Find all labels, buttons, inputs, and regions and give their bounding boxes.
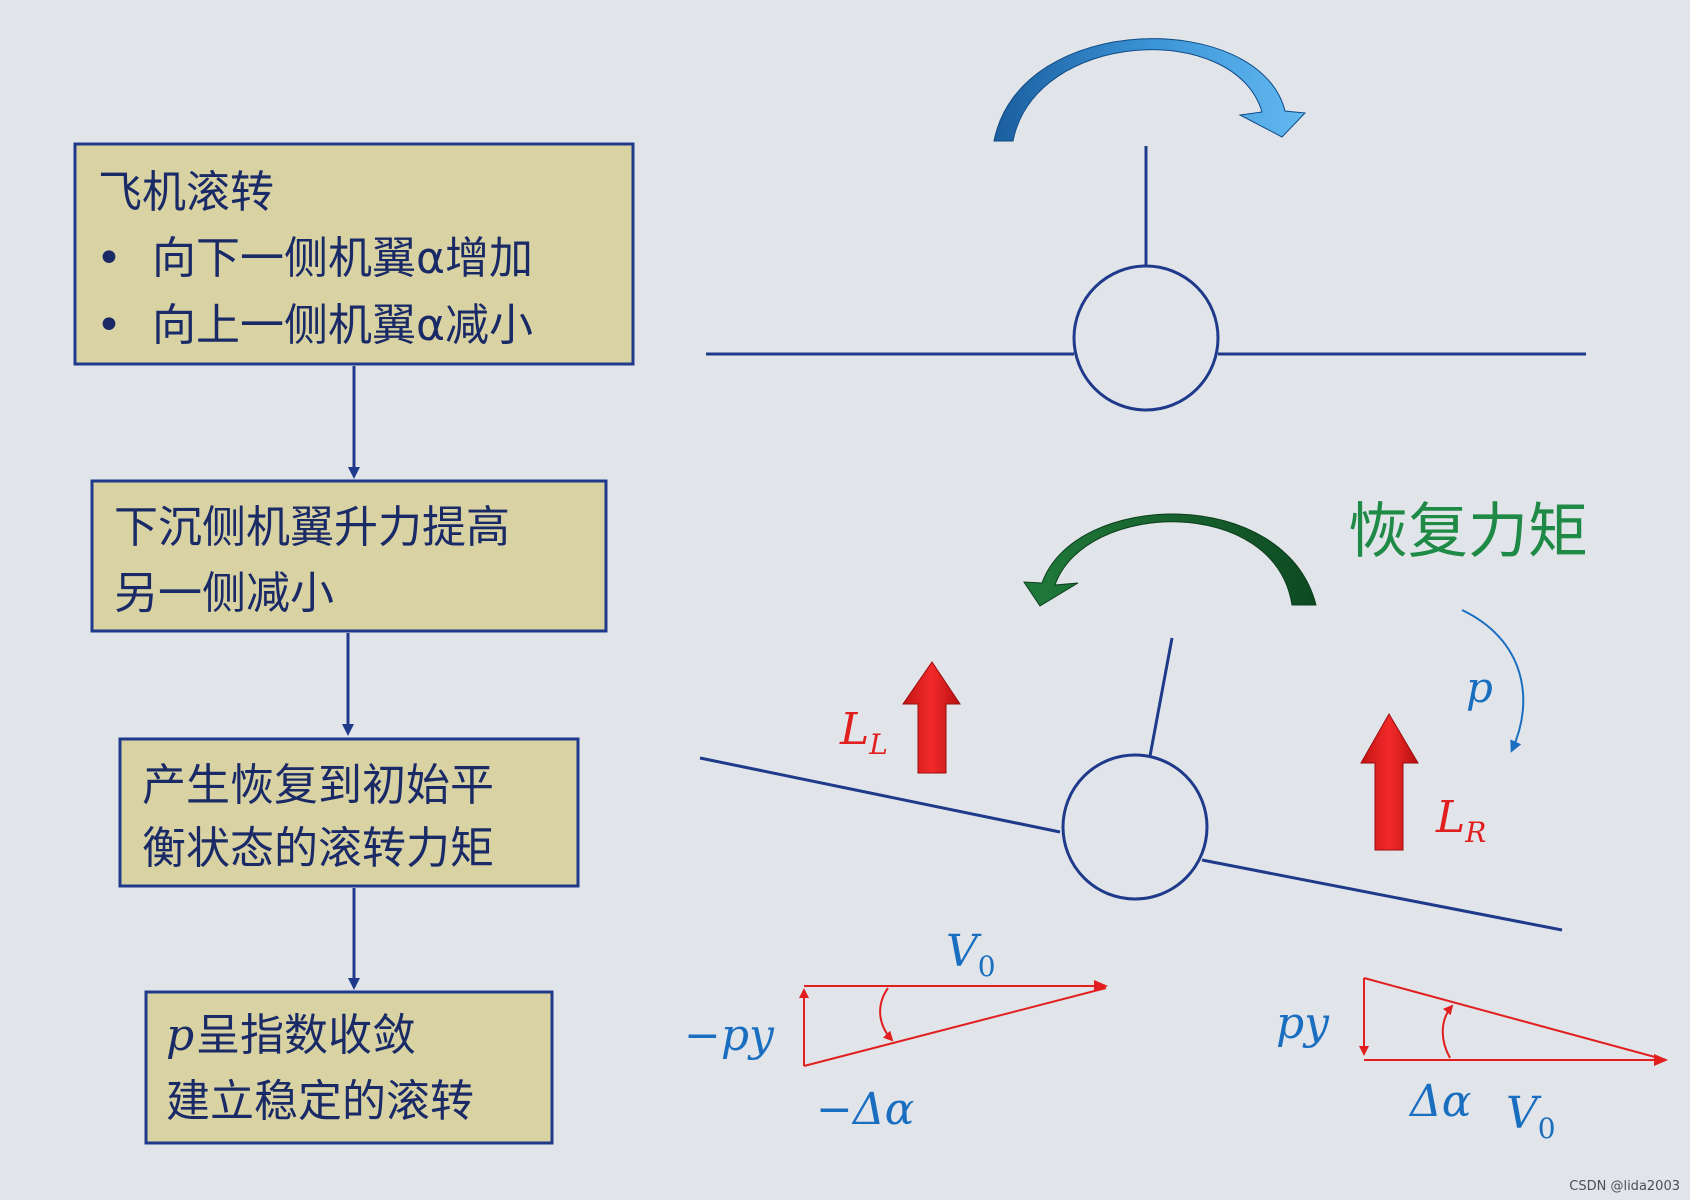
wing-right-banked xyxy=(1201,858,1563,932)
p-label: p xyxy=(1466,663,1493,712)
flow-box-2-line2: 另一侧减小 xyxy=(114,568,334,619)
py-label-right: py xyxy=(1276,998,1330,1049)
py-label-left: −py xyxy=(684,1010,775,1061)
flow-box-1-title: 飞机滚转 xyxy=(98,167,274,218)
lift-label-left: LL xyxy=(839,704,888,761)
p-arrow xyxy=(1461,609,1525,753)
lift-arrow-right-icon xyxy=(1360,713,1419,851)
flow-box-1-line2: 向上一侧机翼α减小 xyxy=(152,300,533,351)
flow-box-1-line1: 向下一侧机翼α增加 xyxy=(152,233,533,284)
alpha-arc-left xyxy=(879,987,894,1042)
v0-right-sub: 0 xyxy=(1538,1112,1556,1145)
lift-label-right: LR xyxy=(1435,792,1486,849)
wing-left-banked xyxy=(699,756,1061,834)
watermark: CSDN @lida2003 xyxy=(1569,1179,1680,1194)
aircraft-banked xyxy=(699,637,1563,932)
flow-box-4-line1: 呈指数收敛 xyxy=(196,1010,416,1061)
flow-box-3: 产生恢复到初始平 衡状态的滚转力矩 xyxy=(118,737,580,888)
v0-left-main: V xyxy=(946,926,982,977)
flow-box-2-line1: 下沉侧机翼升力提高 xyxy=(114,502,510,553)
flow-box-3-line1: 产生恢复到初始平 xyxy=(142,760,494,811)
restoring-moment-label: 恢复力矩 xyxy=(1348,497,1588,567)
bullet: • xyxy=(96,300,122,351)
flow-box-4: p 呈指数收敛 建立稳定的滚转 xyxy=(144,990,554,1145)
flow-box-3-line2: 衡状态的滚转力矩 xyxy=(142,823,494,874)
flow-box-1: 飞机滚转 • 向下一侧机翼α增加 • 向上一侧机翼α减小 xyxy=(73,142,635,366)
bullet: • xyxy=(96,233,122,284)
flow-box-4-line2: 建立稳定的滚转 xyxy=(166,1076,474,1127)
v0-label-right: V0 xyxy=(1506,1088,1556,1145)
resultant-vector-left xyxy=(803,987,1107,1067)
lift-label-right-sub: R xyxy=(1464,816,1486,849)
flow-box-2: 下沉侧机翼升力提高 另一侧减小 xyxy=(90,479,608,633)
restoring-arrow-icon xyxy=(1023,513,1317,607)
alpha-arc-right xyxy=(1441,1004,1454,1059)
lift-label-right-main: L xyxy=(1435,792,1465,843)
velocity-triangle-right xyxy=(1359,977,1668,1066)
fin-banked xyxy=(1148,637,1174,757)
velocity-triangle-left xyxy=(799,980,1108,1067)
roll-arrow-icon xyxy=(993,38,1307,142)
resultant-vector-right xyxy=(1363,977,1667,1061)
v0-right-main: V xyxy=(1506,1088,1542,1139)
v0-label-left: V0 xyxy=(946,926,996,983)
lift-label-left-main: L xyxy=(839,704,869,755)
dalpha-label-right: Δα xyxy=(1408,1076,1472,1127)
fuselage-circle-banked xyxy=(1061,753,1209,901)
lift-label-left-sub: L xyxy=(868,728,888,761)
flow-box-4-p: p xyxy=(166,1010,194,1061)
lift-arrow-left-icon xyxy=(902,661,961,774)
fuselage-circle xyxy=(1072,264,1220,412)
v0-left-sub: 0 xyxy=(978,950,996,983)
dalpha-label-left: −Δα xyxy=(816,1084,914,1135)
aircraft-level xyxy=(706,146,1586,412)
